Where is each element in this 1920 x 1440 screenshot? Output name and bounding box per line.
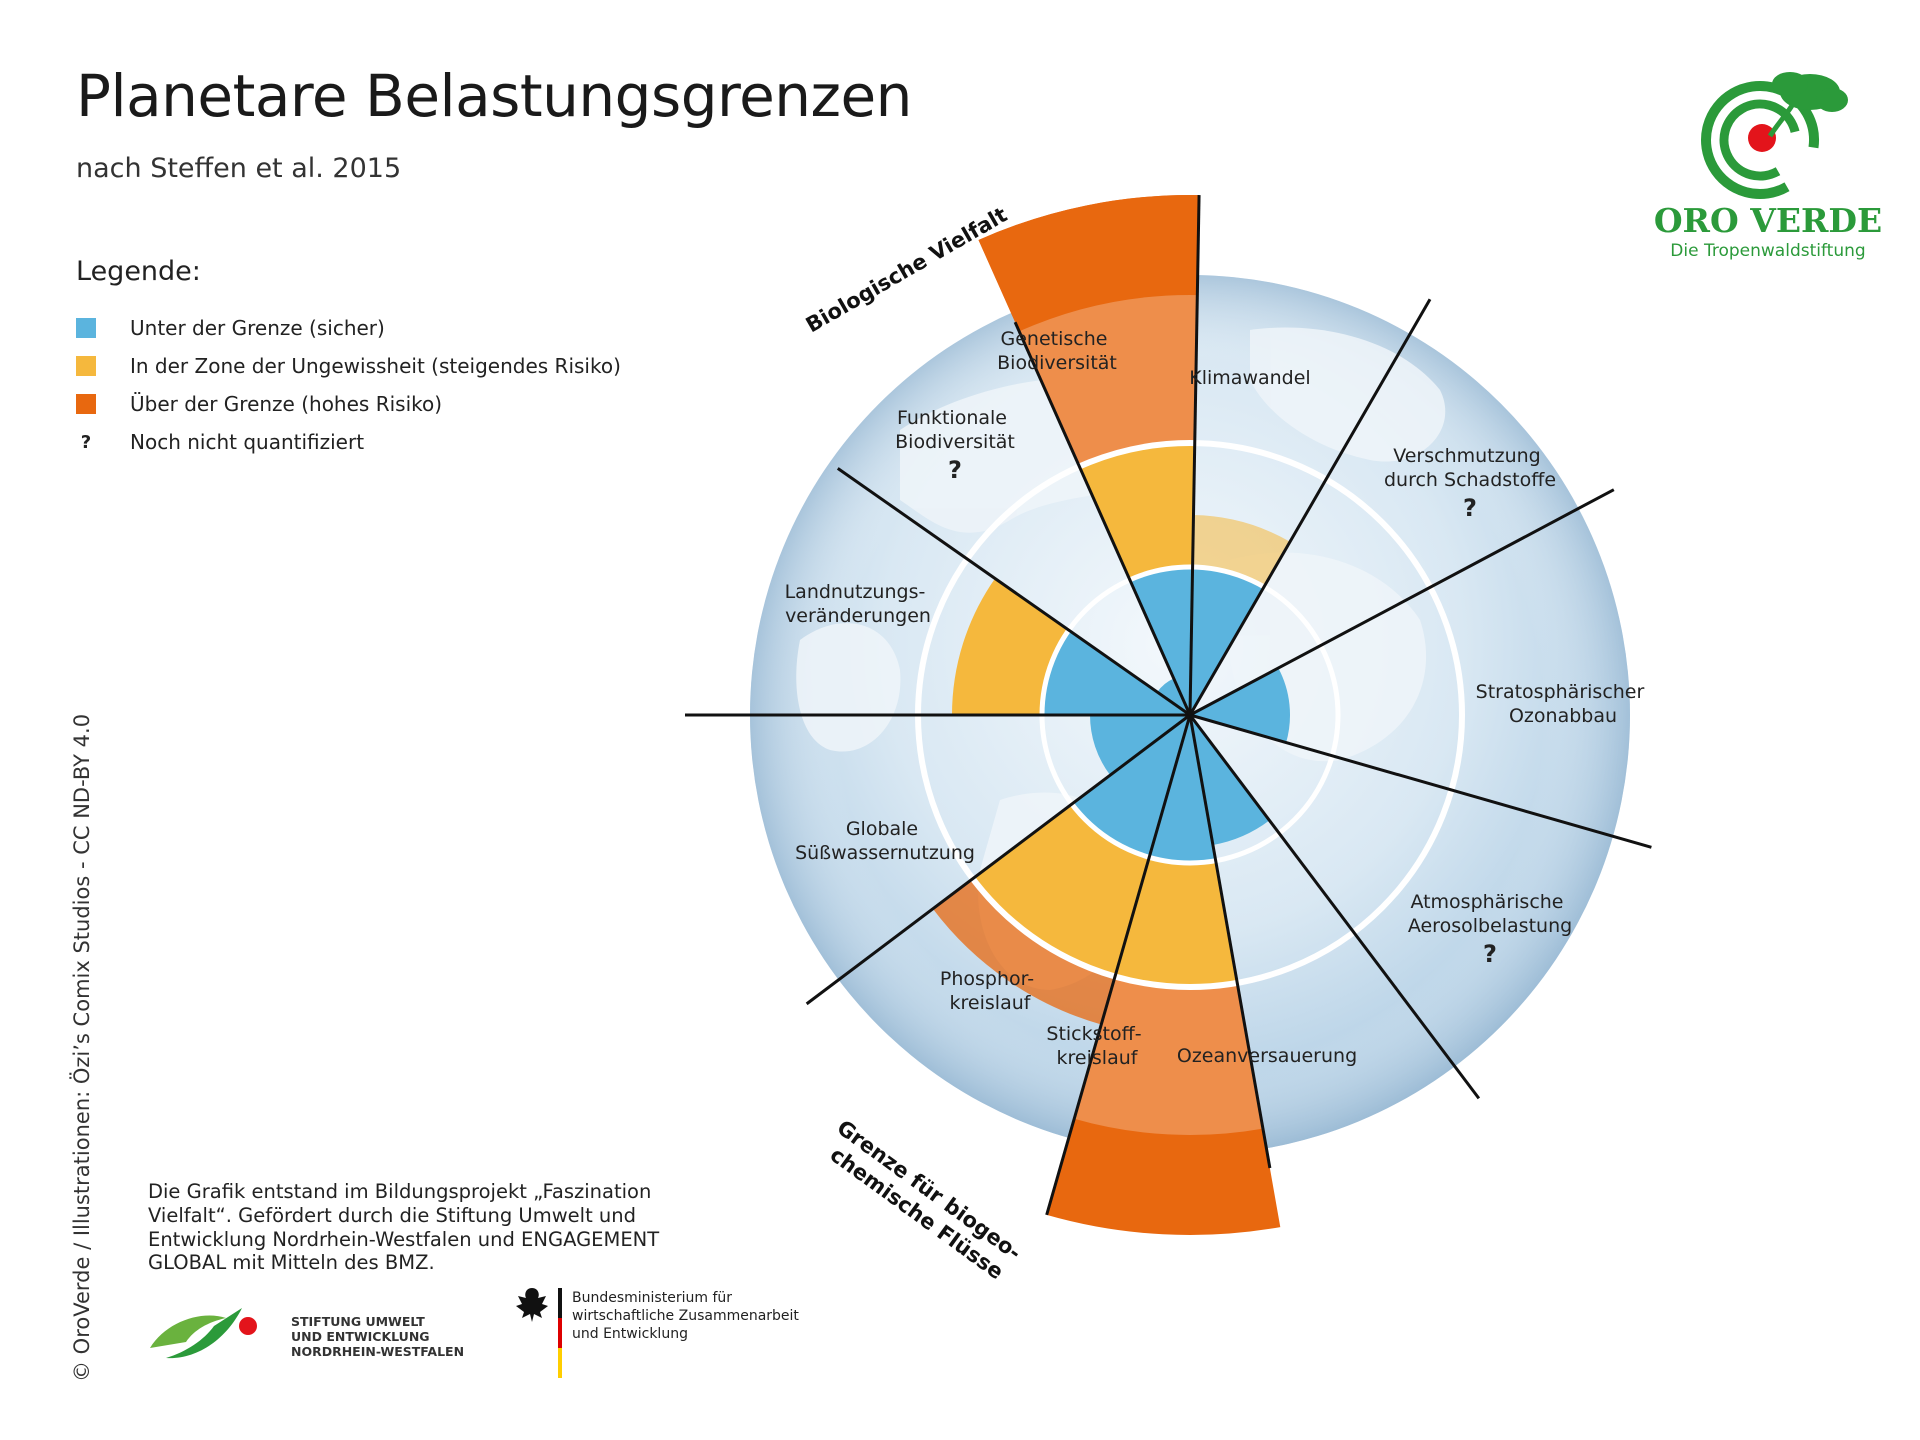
label-climate-change: Klimawandel: [1189, 367, 1310, 389]
wedge-genetic-glow: [1019, 295, 1198, 467]
flag-stripe-red: [558, 1318, 562, 1348]
legend-swatch-uncertain: [76, 356, 96, 376]
wedge-nitrogen-glow: [1074, 976, 1263, 1135]
sector-divider-line: [1188, 714, 1481, 1100]
wedge-nitrogen-uncertain: [1115, 857, 1238, 988]
legend-question-mark: ?: [80, 431, 92, 453]
sector-dividers: [685, 195, 1652, 1216]
legend-item-unquantified: ? Noch nicht quantifiziert: [76, 427, 364, 457]
oroverde-tagline: Die Tropenwaldstiftung: [1670, 241, 1865, 261]
label-nitrogen-cycle: Stickstoff- kreislauf: [1046, 1023, 1147, 1069]
legend-item-high-risk: Über der Grenze (hohes Risiko): [76, 389, 442, 419]
federal-eagle-icon: [516, 1288, 548, 1322]
sector-divider-line: [1013, 321, 1192, 716]
wedge-nitrogen-high-risk: [1046, 976, 1281, 1235]
sector-divider-line: [1188, 298, 1432, 716]
sector-divider-line: [1188, 714, 1272, 1169]
label-phosphorus-cycle: Phosphor- kreislauf: [940, 968, 1040, 1014]
sector-divider-line: [1189, 488, 1615, 717]
sector-divider-line: [805, 713, 1191, 1006]
oroverde-name: ORO VERDE: [1654, 201, 1882, 240]
functional-biodiversity-question-mark: ?: [948, 456, 962, 484]
wedge-phosphorus-high-risk: [932, 878, 1116, 1025]
bmz-line-2: wirtschaftliche Zusammenarbeit: [572, 1308, 799, 1324]
wedge-genetic-uncertain: [1079, 442, 1195, 580]
label-freshwater-use: Globale Süßwassernutzung: [795, 818, 975, 864]
page-subtitle: nach Steffen et al. 2015: [76, 153, 402, 184]
sue-line-1: STIFTUNG UMWELT: [291, 1314, 425, 1329]
sector-divider-line: [1189, 713, 1652, 849]
wedge-freshwater-safe: [1090, 715, 1190, 776]
oroverde-emblem-icon: [1701, 72, 1848, 199]
legend-label-uncertain: In der Zone der Ungewissheit (steigendes…: [130, 354, 621, 378]
label-genetic-biodiversity: Genetische Biodiversität: [997, 328, 1117, 374]
wedge-genetic-safe: [1129, 567, 1193, 715]
legend-item-safe: Unter der Grenze (sicher): [76, 313, 385, 343]
wedge-genetic-high-risk-tip: [978, 194, 1200, 332]
sue-emblem-icon: [150, 1308, 257, 1359]
page-title: Planetare Belastungsgrenzen: [76, 62, 912, 130]
wedge-land-safe: [1042, 630, 1190, 715]
sue-line-3: NORDRHEIN-WESTFALEN: [291, 1344, 464, 1359]
group-label-biogeochemical-flows: Grenze für biogeo- chemische Flüsse: [817, 1115, 1031, 1290]
wedge-land-uncertain: [952, 578, 1069, 715]
legend-swatch-safe: [76, 318, 96, 338]
wedge-phosphorus-safe: [1071, 715, 1190, 858]
label-functional-biodiversity: Funktionale Biodiversität: [895, 407, 1015, 453]
label-ocean-acidification: Ozeanversauerung: [1177, 1045, 1357, 1067]
wedge-ozone-safe: [1190, 668, 1291, 743]
bmz-line-3: und Entwicklung: [572, 1326, 688, 1342]
oroverde-logo: ORO VERDE Die Tropenwaldstiftung: [1654, 72, 1882, 261]
label-ozone-depletion: Stratosphärischer Ozonabbau: [1476, 681, 1651, 727]
legend-label-high-risk: Über der Grenze (hohes Risiko): [130, 392, 443, 416]
wedge-climate-safe: [1190, 567, 1264, 715]
aerosol-question-mark: ?: [1483, 940, 1497, 968]
sue-nrw-logo: STIFTUNG UMWELT UND ENTWICKLUNG NORDRHEI…: [150, 1308, 464, 1359]
legend-heading: Legende:: [76, 256, 201, 287]
wedge-nitrogen-safe: [1149, 715, 1216, 863]
funding-note: Die Grafik entstand im Bildungsprojekt „…: [148, 1180, 660, 1275]
wedge-functional-safe: [1157, 678, 1190, 715]
label-aerosol-loading: Atmosphärische Aerosolbelastung: [1408, 891, 1572, 937]
flag-stripe-gold: [558, 1348, 562, 1378]
wedge-ocean-safe: [1190, 715, 1270, 845]
sector-divider-line: [1045, 714, 1192, 1216]
flag-stripe-black: [558, 1288, 562, 1318]
label-novel-entities: Verschmutzung durch Schadstoffe: [1384, 445, 1556, 491]
bmz-logo: Bundesministerium für wirtschaftliche Zu…: [516, 1288, 799, 1378]
label-land-system-change: Landnutzungs- veränderungen: [785, 581, 932, 627]
sector-divider-line: [1188, 195, 1201, 716]
novel-entities-question-mark: ?: [1463, 494, 1477, 522]
sue-line-2: UND ENTWICKLUNG: [291, 1329, 430, 1344]
sector-divider-line: [836, 467, 1191, 717]
legend-label-unquantified: Noch nicht quantifiziert: [130, 430, 365, 454]
legend-item-uncertain: In der Zone der Ungewissheit (steigendes…: [76, 351, 621, 381]
group-label-biological-diversity: Biologische Vielfalt: [802, 203, 1011, 338]
legend-label-safe: Unter der Grenze (sicher): [130, 316, 385, 340]
legend-swatch-high-risk: [76, 394, 96, 414]
bmz-line-1: Bundesministerium für: [572, 1290, 732, 1306]
